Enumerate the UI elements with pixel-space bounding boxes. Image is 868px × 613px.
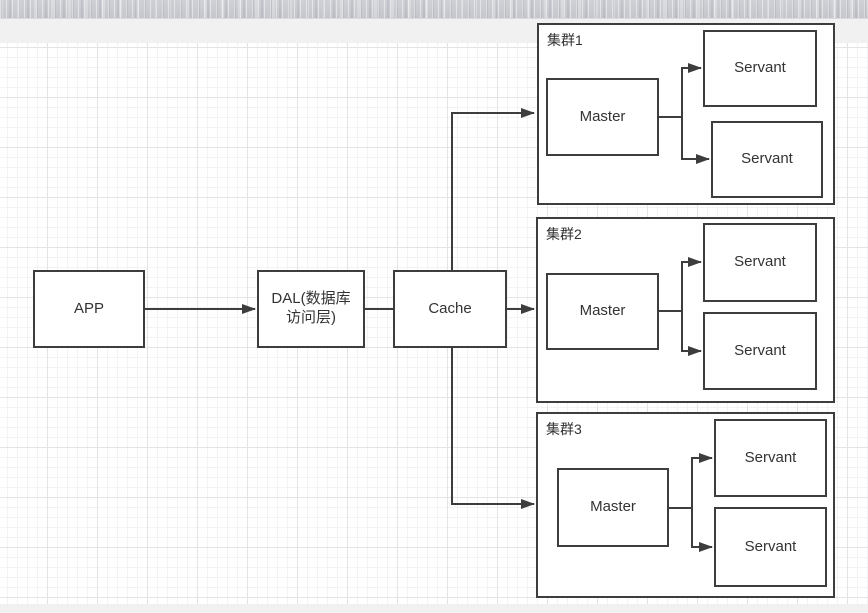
edge-c3-master-servant1[interactable]	[669, 453, 713, 509]
node-cache[interactable]: Cache	[393, 270, 507, 348]
cluster-1-master-label: Master	[579, 107, 626, 125]
cluster-2-servant-1-label: Servant	[734, 253, 786, 271]
edge-c1-master-servant2[interactable]	[681, 117, 710, 164]
cluster-3-label: 集群3	[546, 421, 582, 437]
cluster-1-label: 集群1	[547, 32, 583, 48]
cluster-1-master-node[interactable]: Master	[546, 78, 659, 156]
edge-c1-master-servant1[interactable]	[659, 63, 702, 118]
cluster-2-servant-2-node[interactable]: Servant	[703, 312, 817, 390]
edge-c2-master-servant1[interactable]	[659, 257, 702, 312]
edge-cache-cluster3[interactable]	[451, 348, 535, 509]
cluster-1-servant-2-label: Servant	[741, 150, 793, 168]
cluster-2-master-label: Master	[579, 302, 626, 320]
cluster-2-servant-2-label: Servant	[734, 341, 786, 359]
cluster-3-master-label: Master	[590, 498, 636, 516]
cluster-3-master-node[interactable]: Master	[557, 468, 669, 547]
cluster-2-master-node[interactable]: Master	[546, 273, 659, 350]
node-app[interactable]: APP	[33, 270, 145, 348]
cluster-3-servant-2-node[interactable]: Servant	[714, 507, 827, 587]
window-top-strip	[0, 0, 868, 19]
cluster-2-label: 集群2	[546, 226, 582, 242]
cluster-2-servant-1-node[interactable]: Servant	[703, 223, 817, 302]
node-dal-label: DAL(数据库访问层)	[271, 290, 351, 326]
edge-c3-master-servant2[interactable]	[691, 508, 713, 552]
cluster-1-servant-1-node[interactable]: Servant	[703, 30, 817, 107]
node-dal[interactable]: DAL(数据库访问层)	[257, 270, 365, 348]
cluster-1-servant-2-node[interactable]: Servant	[711, 121, 823, 198]
node-cache-label: Cache	[428, 299, 472, 317]
cluster-1-servant-1-label: Servant	[734, 59, 786, 77]
edge-c2-master-servant2[interactable]	[681, 311, 702, 356]
cluster-3-servant-1-label: Servant	[744, 448, 797, 466]
cluster-3-servant-2-label: Servant	[744, 537, 797, 555]
edge-cache-cluster1[interactable]	[451, 108, 535, 270]
node-app-label: APP	[73, 299, 104, 317]
cluster-3-servant-1-node[interactable]: Servant	[714, 419, 827, 497]
